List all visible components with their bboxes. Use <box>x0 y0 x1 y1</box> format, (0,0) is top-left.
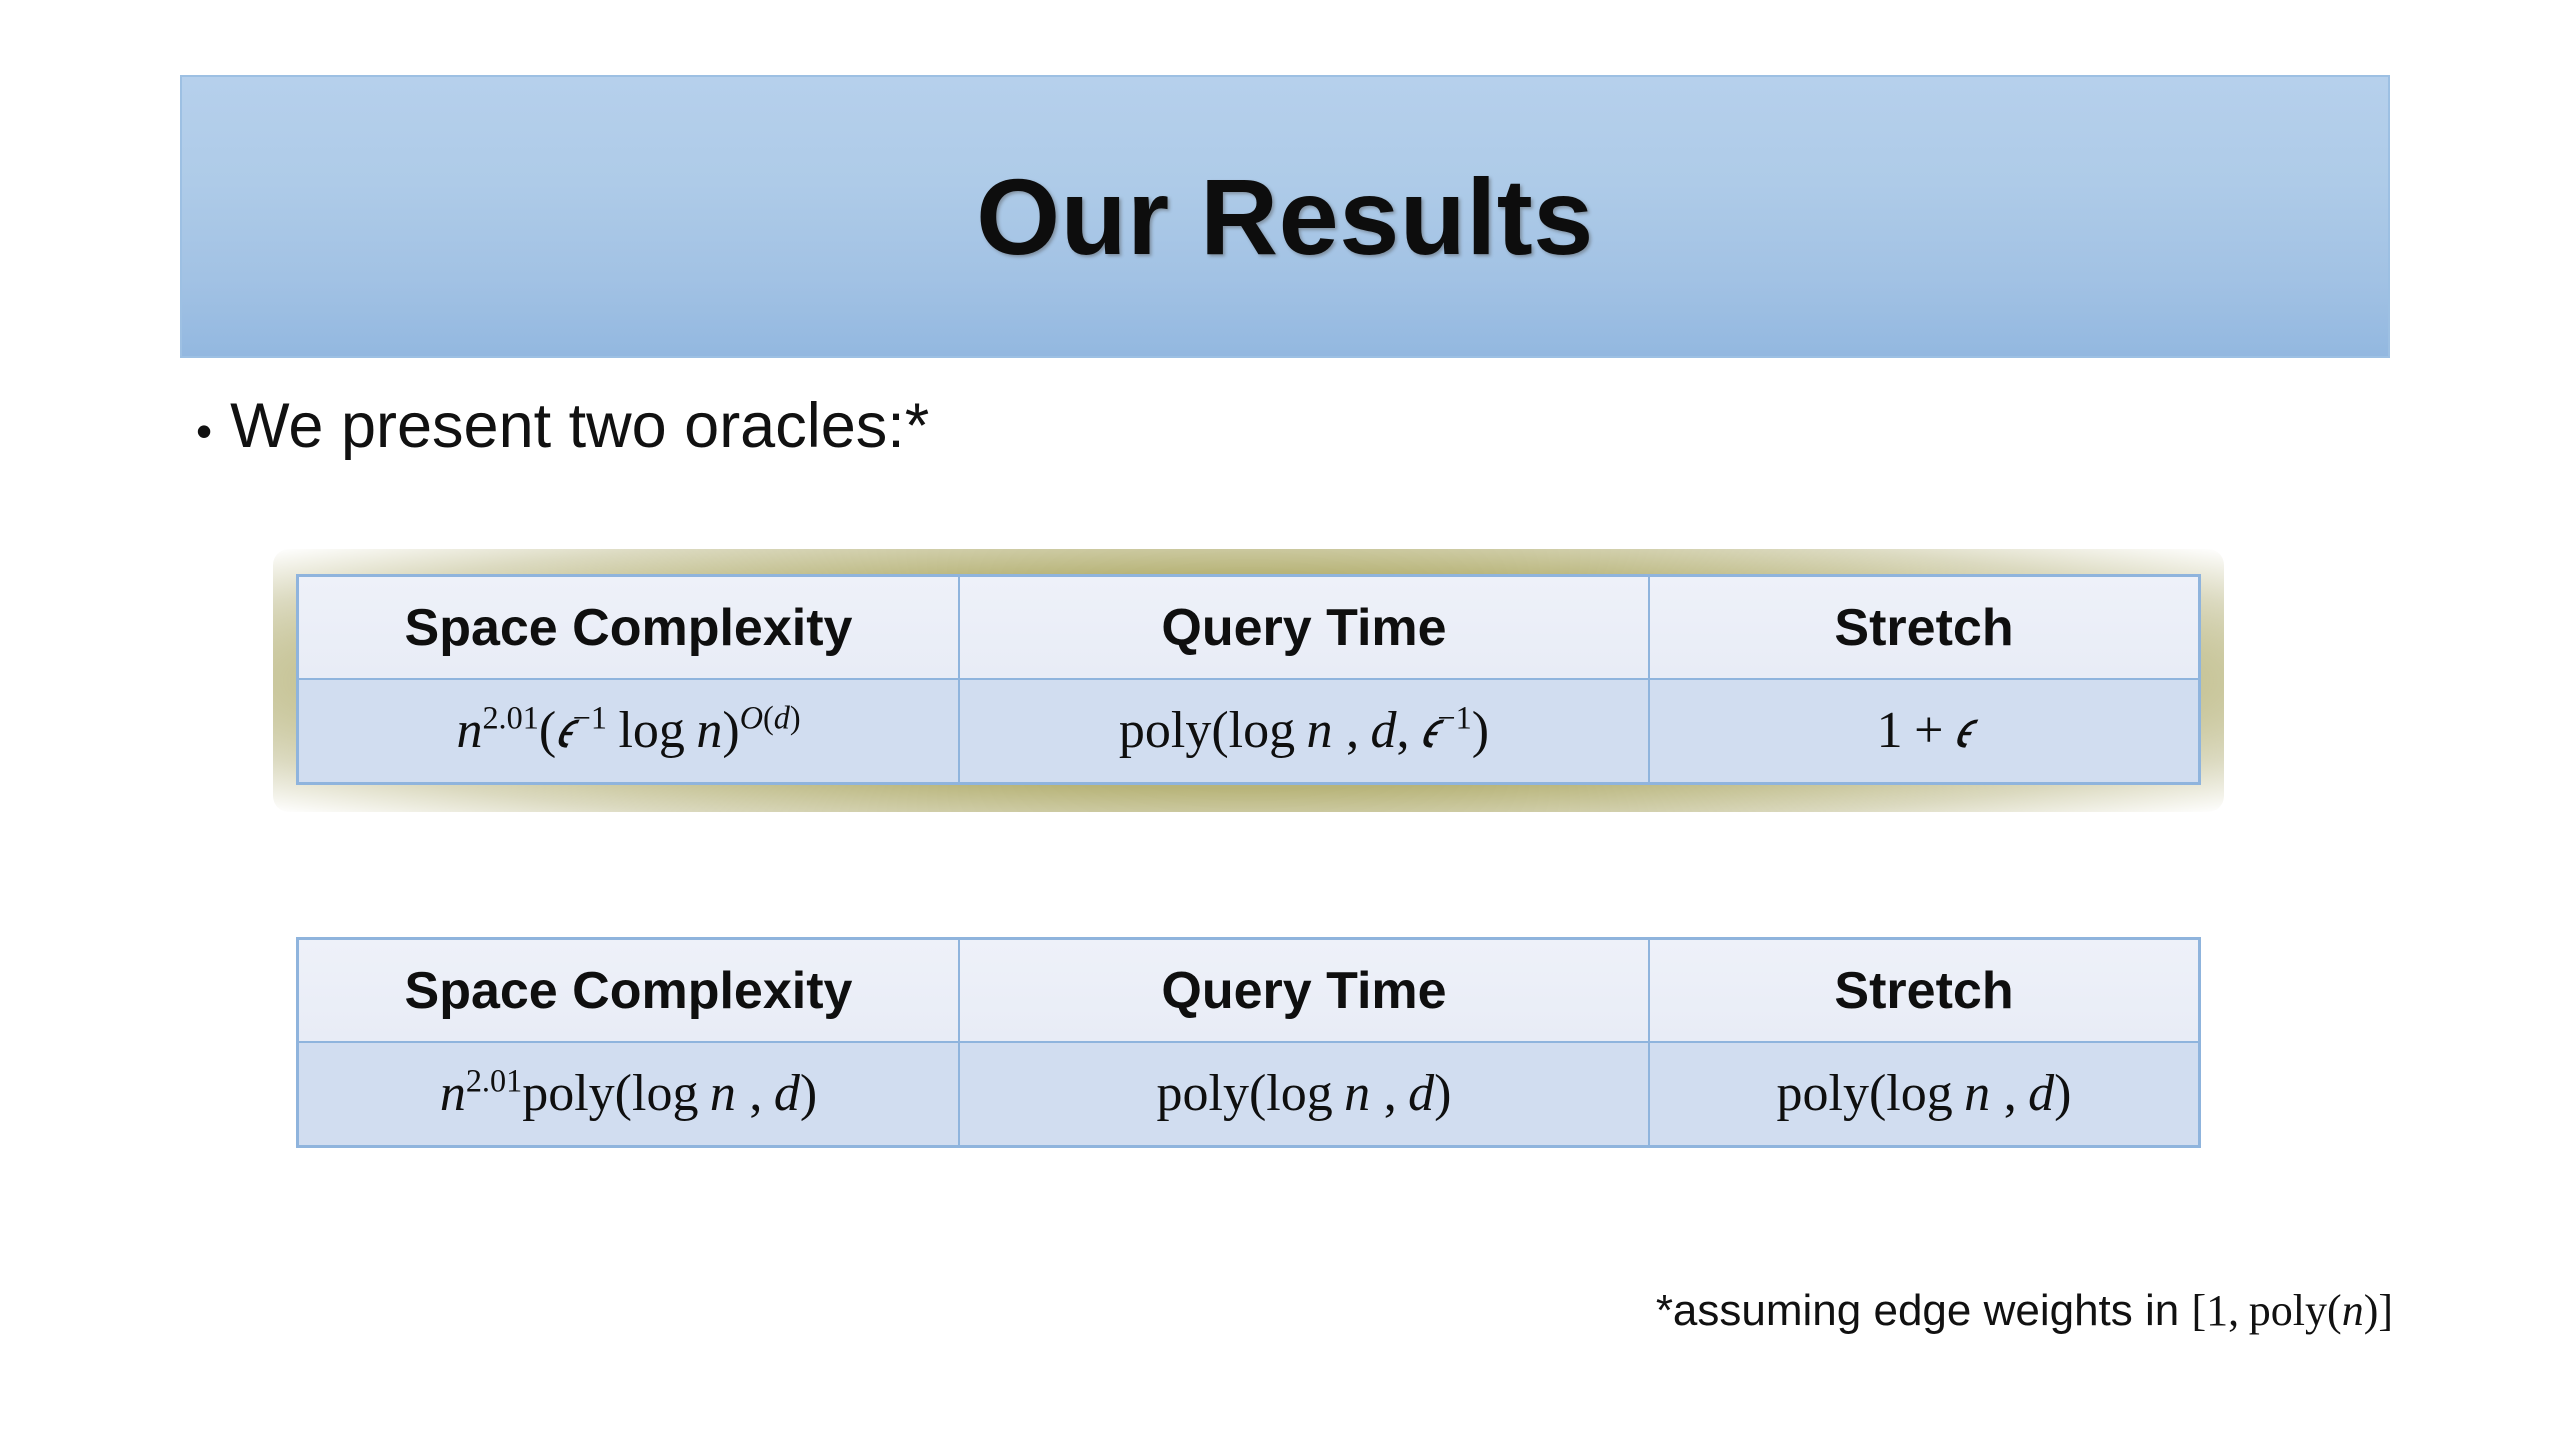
column-header-query-time: Query Time <box>958 575 1650 680</box>
formula-stretch-1: 1+𝜖 <box>1876 702 1972 759</box>
page-title: Our Results <box>976 155 1594 277</box>
bullet-line: • We present two oracles:* <box>196 391 930 461</box>
bullet-line-text: We present two oracles:* <box>230 391 930 461</box>
oracle-one-table-glow: Space Complexity Query Time Stretch n2.0… <box>273 549 2224 812</box>
oracle-one-table: Space Complexity Query Time Stretch n2.0… <box>297 575 2200 784</box>
oracle-two-table: Space Complexity Query Time Stretch n2.0… <box>297 938 2200 1147</box>
bullet-marker-icon: • <box>196 405 213 457</box>
footnote: *assuming edge weights in [1,poly(n)] <box>1656 1285 2393 1336</box>
footnote-text: *assuming edge weights in <box>1655 1286 2192 1335</box>
column-header-space-complexity: Space Complexity <box>297 938 960 1043</box>
table-header-row: Space Complexity Query Time Stretch <box>297 575 2200 680</box>
footnote-formula: [1,poly(n)] <box>2191 1286 2393 1335</box>
column-header-stretch: Stretch <box>1648 938 2200 1043</box>
column-header-space-complexity: Space Complexity <box>297 575 960 680</box>
column-header-query-time: Query Time <box>958 938 1650 1043</box>
oracle-two-table-wrap: Space Complexity Query Time Stretch n2.0… <box>297 938 2200 1147</box>
table-header-row: Space Complexity Query Time Stretch <box>297 938 2200 1043</box>
column-header-stretch: Stretch <box>1648 575 2200 680</box>
slide-title-banner: Our Results <box>180 75 2390 358</box>
cell-stretch: 1+𝜖 <box>1648 678 2200 784</box>
